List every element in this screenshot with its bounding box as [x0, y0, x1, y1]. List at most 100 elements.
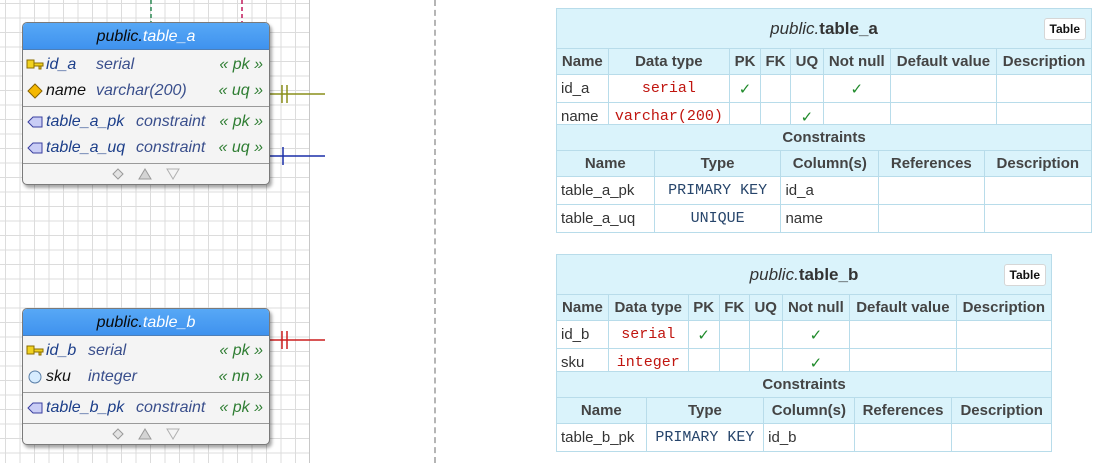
constraint-header-row: Name Type Column(s) References Descripti… [556, 150, 1093, 177]
column-type: serial [96, 56, 135, 73]
cell-default [849, 320, 957, 349]
column-name: name [46, 82, 87, 99]
column-row[interactable]: sku integer « nn » [23, 364, 269, 390]
header-not-null: Not null [822, 48, 891, 75]
header-default: Default value [849, 294, 957, 321]
column-header-row: Name Data type PK FK UQ Not null Default… [556, 294, 1053, 321]
cell-uq [748, 320, 783, 349]
cell-description [955, 320, 1053, 349]
column-flag: « pk » [219, 56, 263, 73]
cell-name: table_a_pk [556, 176, 655, 205]
expand-down-icon[interactable] [166, 428, 180, 440]
cell-name: sku [556, 348, 609, 377]
constraints-title: Constraints [556, 371, 1052, 398]
column-name: id_b [46, 342, 77, 359]
table-name: table_a [819, 18, 878, 38]
header-uq: UQ [748, 294, 783, 321]
column-flag: « nn » [218, 368, 263, 385]
cell-fk [718, 320, 750, 349]
column-flag: « uq » [218, 82, 263, 99]
table-row: table_b_pk PRIMARY KEY id_b [556, 423, 1052, 452]
diamond-toggle-icon[interactable] [112, 428, 124, 440]
panel-divider [434, 0, 436, 463]
column-header-row: Name Data type PK FK UQ Not null Default… [556, 48, 1092, 75]
entity-table-a[interactable]: public.table_a id_a serial « pk » name v… [22, 22, 270, 185]
diamond-toggle-icon[interactable] [112, 168, 124, 180]
entity-header[interactable]: public.table_b [23, 309, 269, 336]
header-type: Type [645, 397, 765, 424]
constraint-row[interactable]: table_a_uq constraint « uq » [23, 135, 269, 161]
constraints-section: table_a_pk constraint « pk » table_a_uq … [23, 107, 269, 164]
schema-separator: . [138, 28, 143, 45]
collapse-up-icon[interactable] [138, 168, 152, 180]
column-row[interactable]: name varchar(200) « uq » [23, 78, 269, 104]
columns-section: id_a serial « pk » name varchar(200) « u… [23, 50, 269, 107]
cell-name: table_b_pk [556, 423, 647, 452]
cell-description [951, 423, 1052, 452]
collapse-up-icon[interactable] [138, 428, 152, 440]
cell-columns: id_a [780, 176, 880, 205]
doc-table-caption: public.table_b Table [556, 254, 1052, 295]
cell-not-null: ✓ [822, 74, 891, 103]
header-references: References [853, 397, 953, 424]
constraint-name: table_b_pk [46, 399, 125, 416]
header-name: Name [556, 294, 609, 321]
doc-constraints-a: Constraints Name Type Column(s) Referenc… [556, 124, 1093, 233]
entity-footer [23, 424, 269, 444]
header-default: Default value [889, 48, 998, 75]
table-name: table_b [142, 314, 196, 331]
header-name: Name [556, 150, 655, 177]
cell-name: id_b [556, 320, 609, 349]
constraint-flag: « uq » [218, 139, 263, 156]
doc-table-b: public.table_b Table Name Data type PK F… [556, 254, 1053, 377]
header-description: Description [996, 48, 1092, 75]
header-pk: PK [729, 48, 761, 75]
key-icon [26, 59, 44, 70]
schema-separator: . [814, 18, 820, 38]
header-data-type: Data type [607, 48, 731, 75]
constraint-row[interactable]: table_a_pk constraint « pk » [23, 109, 269, 135]
diamond-icon [27, 83, 43, 99]
schema-name: public [96, 28, 139, 45]
header-name: Name [556, 397, 647, 424]
header-description: Description [951, 397, 1052, 424]
header-fk: FK [759, 48, 792, 75]
schema-name: public [96, 314, 139, 331]
cell-type: varchar(200) [607, 102, 731, 131]
cell-type: serial [607, 320, 689, 349]
header-columns: Column(s) [763, 397, 855, 424]
header-description: Description [955, 294, 1053, 321]
cell-description [996, 74, 1092, 103]
constraint-row[interactable]: table_b_pk constraint « pk » [23, 395, 269, 421]
column-type: varchar(200) [96, 82, 187, 99]
entity-table-b[interactable]: public.table_b id_b serial « pk » sku in… [22, 308, 270, 445]
table-row: id_b serial ✓ ✓ [556, 320, 1053, 349]
table-row: table_a_pk PRIMARY KEY id_a [556, 176, 1093, 205]
column-row[interactable]: id_b serial « pk » [23, 338, 269, 364]
constraints-title: Constraints [556, 124, 1092, 151]
constraints-section: table_b_pk constraint « pk » [23, 393, 269, 424]
table-badge: Table [1003, 264, 1046, 286]
cell-pk: ✓ [729, 74, 761, 103]
column-type: serial [88, 342, 127, 359]
table-row: id_a serial ✓ ✓ [556, 74, 1092, 103]
entity-header[interactable]: public.table_a [23, 23, 269, 50]
header-type: Type [653, 150, 782, 177]
cell-name: table_a_uq [556, 204, 655, 233]
key-icon [26, 345, 44, 356]
table-name: table_b [798, 264, 859, 284]
cell-uq [790, 74, 824, 103]
column-type: integer [88, 368, 137, 385]
constraint-flag: « pk » [219, 399, 263, 416]
schema-name: public [770, 18, 815, 38]
cell-references [853, 423, 953, 452]
schema-separator: . [138, 314, 143, 331]
cell-references [878, 204, 985, 233]
column-row[interactable]: id_a serial « pk » [23, 52, 269, 78]
header-data-type: Data type [607, 294, 689, 321]
expand-down-icon[interactable] [166, 168, 180, 180]
header-name: Name [556, 48, 609, 75]
header-uq: UQ [790, 48, 824, 75]
header-fk: FK [718, 294, 750, 321]
cell-type: UNIQUE [653, 204, 782, 233]
